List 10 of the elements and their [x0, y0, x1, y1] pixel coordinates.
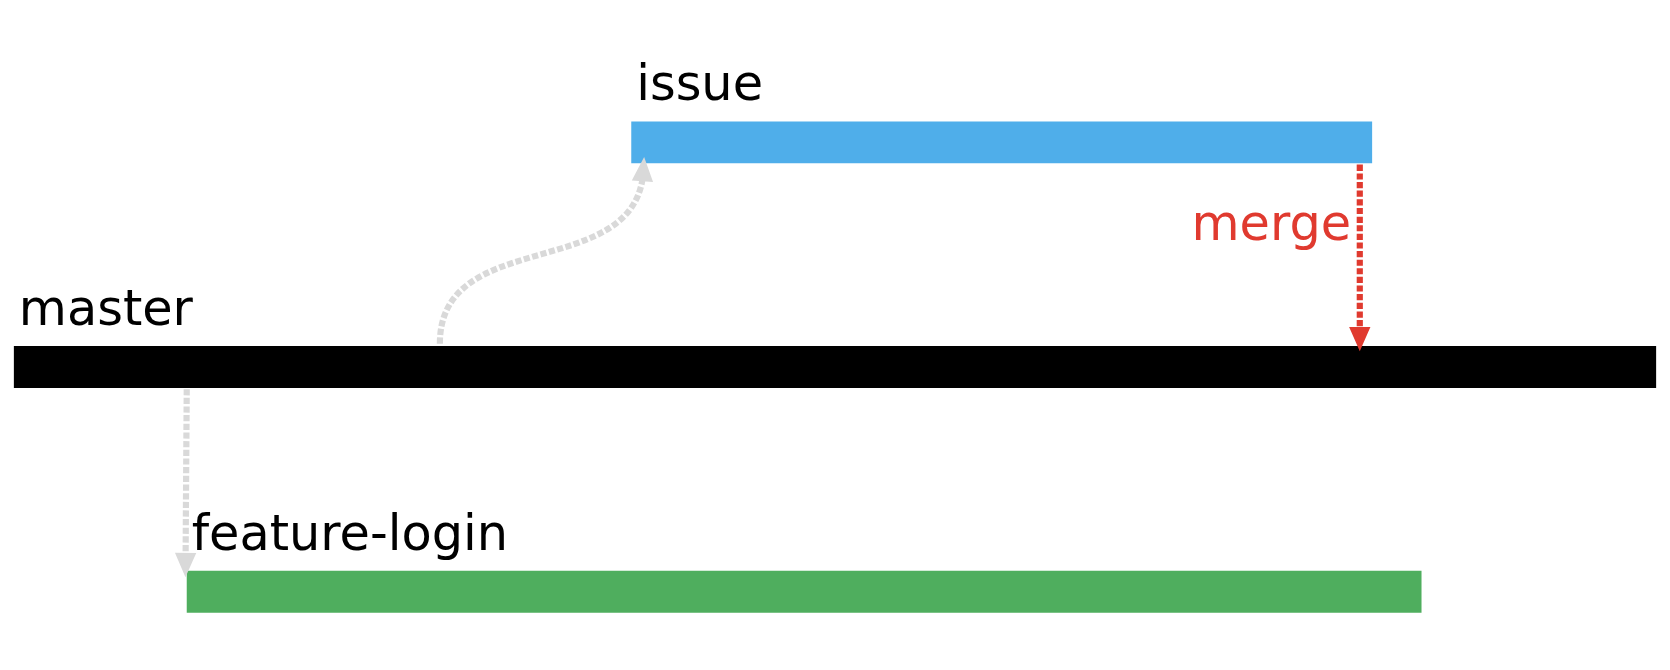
arrow [174, 389, 197, 578]
arrow [1349, 164, 1371, 352]
node-label: feature-login [191, 503, 509, 562]
node-box [186, 570, 1422, 613]
edge-label: merge [1191, 193, 1352, 252]
node-label: master [18, 279, 193, 338]
node-label: issue [636, 54, 764, 113]
arrow [436, 156, 654, 345]
node-box [631, 121, 1373, 164]
node-box [13, 346, 1657, 389]
